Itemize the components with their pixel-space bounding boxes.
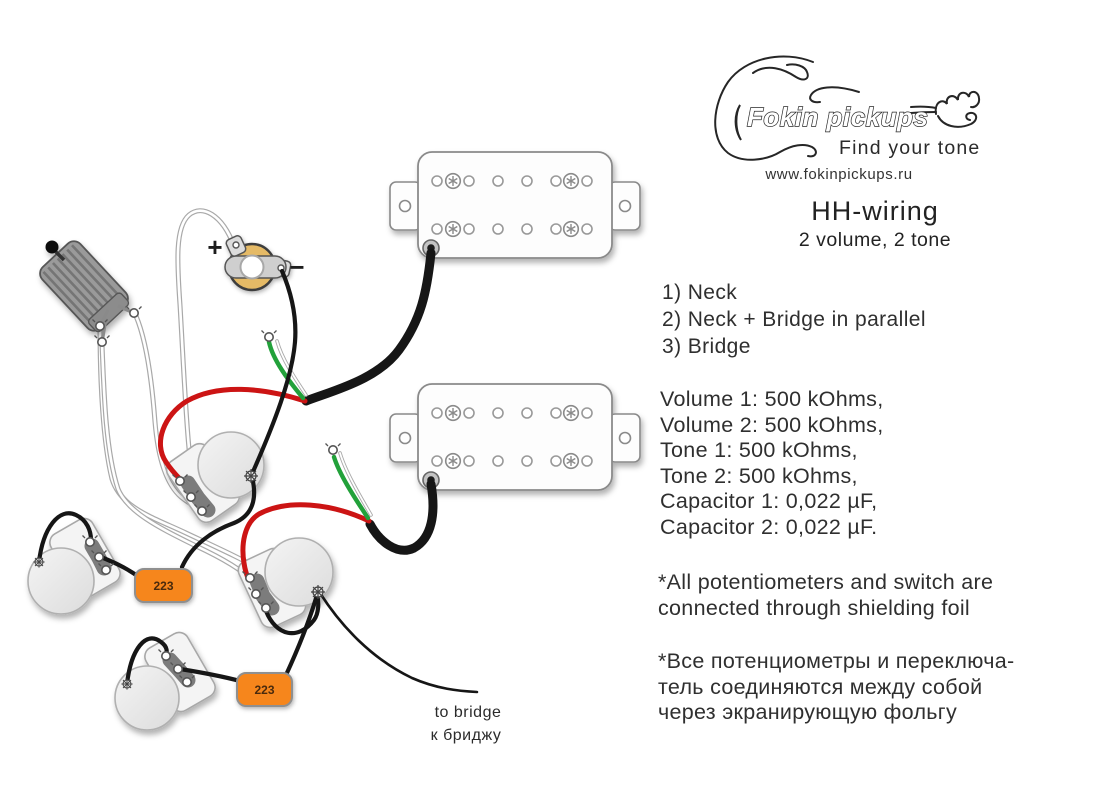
output-jack: + −: [207, 232, 305, 292]
neck-pickup-cable: [301, 248, 436, 406]
capacitor1-label: 223: [153, 579, 173, 593]
guitar-logo-art: [714, 55, 981, 161]
switch-lever: [54, 250, 66, 262]
shielding-note-english: *All potentiometers and switch are conne…: [658, 569, 993, 621]
neck-green-wire: [266, 339, 306, 401]
capacitor2: 223: [236, 672, 293, 707]
tone2-pot: [114, 631, 216, 731]
tone1-casing-jumper: [36, 511, 94, 565]
switch-white-wire-3: [99, 341, 256, 584]
switch-lug-3: [93, 334, 111, 348]
wiring-diagram: + −: [27, 0, 660, 744]
page-title: HH-wiring: [811, 196, 939, 226]
logo-wordmark: Fokin pickups: [747, 102, 928, 132]
volume1-to-cap1-wire: [179, 474, 257, 570]
toggle-switch: [39, 240, 143, 348]
jack-plus-label: +: [207, 232, 222, 262]
volume1-pot: [165, 431, 265, 524]
capacitor2-label: 223: [254, 683, 274, 697]
bridge-pickup: [390, 384, 640, 490]
spec-capacitor1: Capacitor 1: 0,022 µF,: [660, 489, 878, 513]
volume2-pot: [237, 537, 334, 629]
spec-volume1: Volume 1: 500 kOhms,: [660, 387, 884, 411]
to-bridge-label-ru: к бриджу: [431, 727, 502, 744]
switch-position-3: 3) Bridge: [662, 335, 751, 358]
neck-red-wire: [158, 386, 308, 482]
jack-minus-label: −: [289, 252, 304, 282]
note-ru-line2: тель соединяются между собой: [658, 674, 983, 699]
bridge-bare-wire-core: [339, 452, 372, 516]
neck-green-terminal: [260, 329, 278, 343]
neck-pickup: [390, 152, 640, 258]
volume2-casing-jumper: [263, 592, 321, 636]
note-en-line1: *All potentiometers and switch are: [658, 570, 994, 594]
note-ru-line1: *Все потенциометры и переключа-: [658, 649, 1015, 673]
spec-tone1: Tone 1: 500 kOhms,: [660, 438, 858, 462]
spec-tone2: Tone 2: 500 kOhms,: [660, 463, 858, 488]
switch-position-2: 2) Neck + Bridge in parallel: [662, 308, 926, 331]
switch-position-1: 1) Neck: [662, 281, 738, 304]
tone2-to-cap2-wire: [177, 666, 243, 684]
fokin-logo: Fokin pickups Find your tone: [714, 55, 981, 161]
note-ru-line3: через экранирующую фольгу: [658, 700, 957, 724]
spec-volume2: Volume 2: 500 kOhms,: [660, 412, 884, 437]
volume1-casing-solder: [243, 468, 259, 484]
jack-ground-wire: [249, 268, 298, 477]
spec-capacitor2: Capacitor 2: 0,022 µF.: [660, 514, 878, 539]
tone2-casing-solder: [120, 677, 134, 691]
tone1-casing-solder: [32, 555, 46, 569]
bridge-green-wire: [331, 454, 371, 521]
note-en-line2: connected through shielding foil: [658, 596, 971, 620]
switch-lever-tip: [45, 240, 59, 254]
bridge-pickup-cable: [365, 479, 438, 555]
to-bridge-label-en: to bridge: [435, 704, 502, 721]
switch-position-list: 1) Neck 2) Neck + Bridge in parallel 3) …: [662, 279, 926, 360]
website-url: www.fokinpickups.ru: [765, 166, 913, 183]
bridge-red-wire: [240, 502, 372, 583]
component-specs: Volume 1: 500 kOhms, Volume 2: 500 kOhms…: [660, 387, 884, 540]
capacitor1: 223: [134, 568, 193, 603]
page-subtitle: 2 volume, 2 tone: [798, 229, 952, 251]
to-bridge-wire: [318, 591, 479, 694]
logo-tagline: Find your tone: [839, 137, 980, 159]
shielding-note-russian: *Все потенциометры и переключа- тель сое…: [658, 649, 1014, 726]
cap2-to-volume2-wire: [283, 592, 320, 678]
jack-hole: [239, 254, 265, 280]
volume2-casing-solder: [310, 584, 326, 600]
